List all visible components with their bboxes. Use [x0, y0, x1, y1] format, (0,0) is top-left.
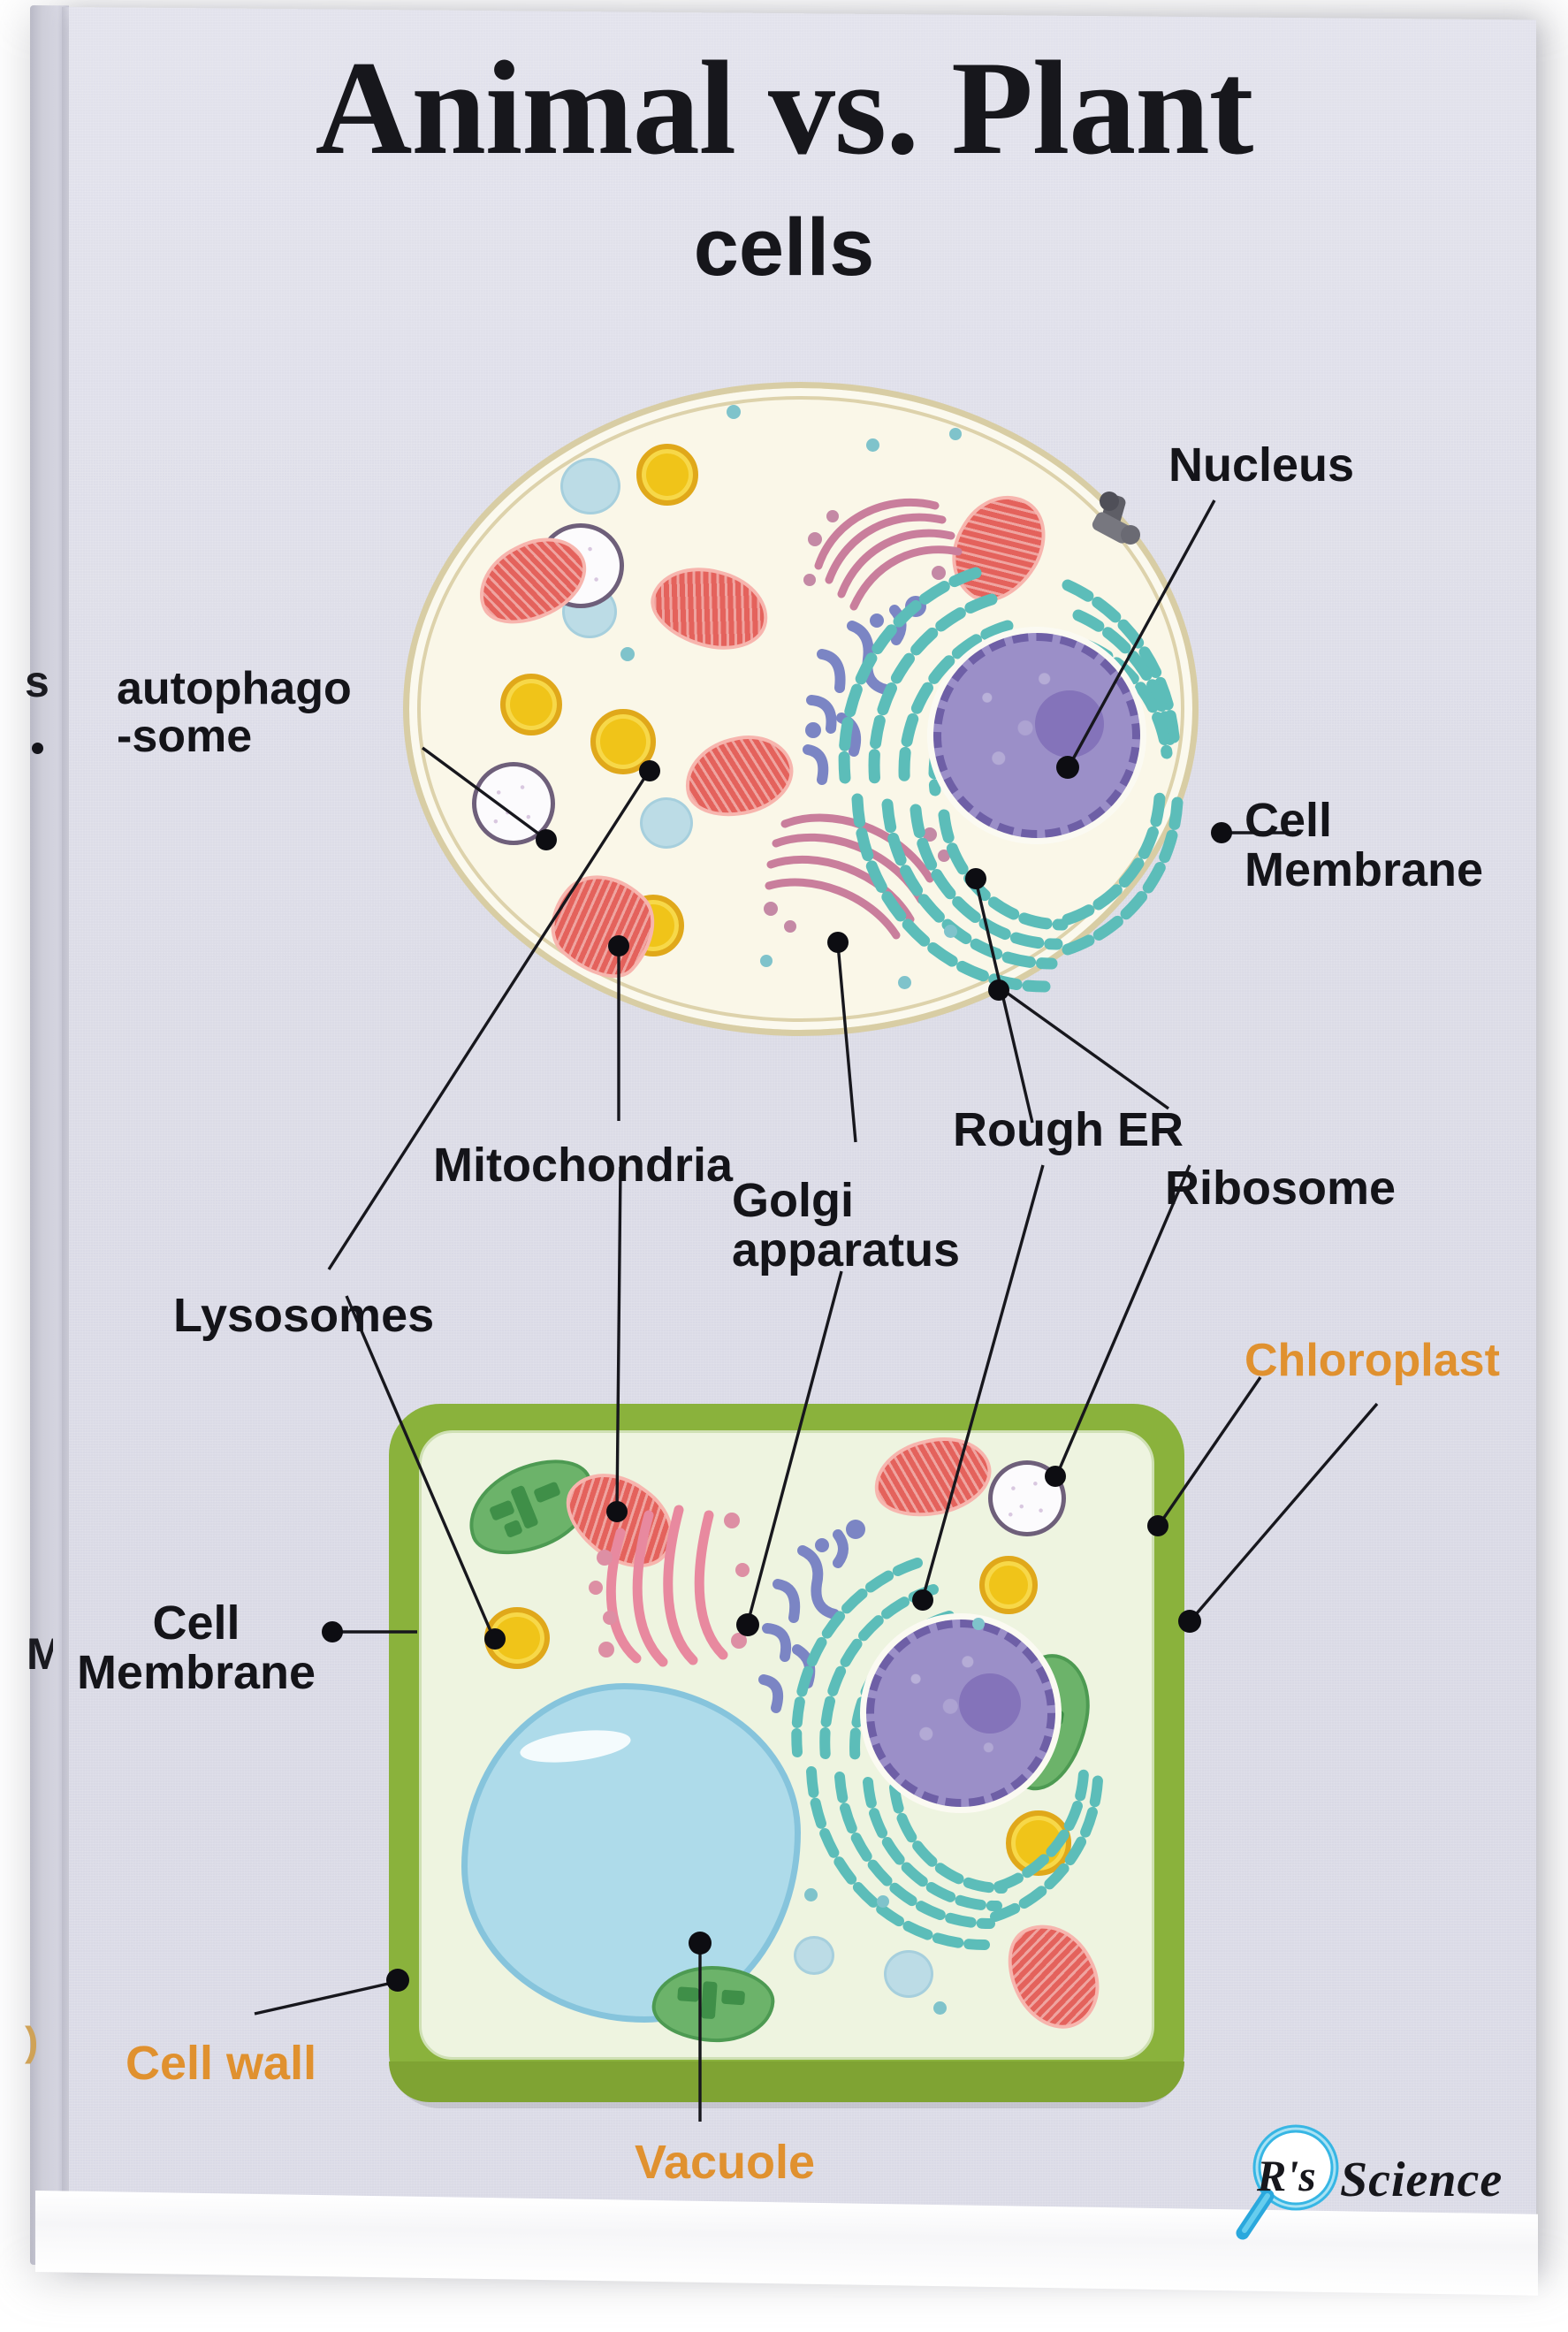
label-mitochondria: Mitochondria [433, 1139, 733, 1192]
plant-cell-diagram [389, 1404, 1184, 2102]
nucleus [933, 633, 1140, 838]
autophagosome [472, 762, 555, 845]
edge-clipped-glyph-mid: M [27, 1629, 53, 1679]
ribosome [877, 1895, 889, 1908]
label-vacuole: Vacuole [634, 2136, 816, 2189]
cell-wall-shading [389, 2061, 1184, 2102]
label-animal-cell-membrane: Cell Membrane [1245, 794, 1484, 897]
peroxisome [794, 1936, 834, 1975]
ribosome [933, 2001, 947, 2015]
label-rough-er: Rough ER [953, 1103, 1184, 1156]
label-ribosome: Ribosome [1165, 1162, 1397, 1215]
edge-clipped-glyph-top: s [25, 657, 48, 706]
brand-logo: R's Science [1236, 2124, 1527, 2244]
golgi-apparatus [589, 1505, 750, 1667]
lysosome [636, 444, 698, 506]
peroxisome [560, 458, 620, 514]
label-autophagosome: autophago -some [117, 663, 352, 763]
label-cell-wall: Cell wall [126, 2037, 317, 2090]
lysosome [979, 1556, 1038, 1614]
page-subtitle: cells [693, 202, 875, 293]
nucleus [866, 1619, 1055, 1807]
edge-clipped-glyph-bottom: ) [25, 2018, 39, 2064]
ribosome [898, 976, 911, 989]
edge-clipped-dot [32, 743, 43, 754]
label-nucleus: Nucleus [1168, 438, 1355, 492]
ribosome [804, 1888, 818, 1901]
vacuole [461, 1683, 801, 2023]
ribosome [944, 925, 957, 938]
golgi-apparatus [764, 813, 950, 940]
ribosome [620, 647, 635, 661]
peroxisome [884, 1950, 933, 1998]
chloroplast [453, 1444, 609, 1571]
label-golgi-apparatus: Golgi apparatus [732, 1174, 961, 1277]
logo-wordmark: Science [1340, 2153, 1503, 2207]
centrioles [1090, 492, 1147, 550]
label-plant-cell-membrane: Cell Membrane [76, 1597, 316, 1700]
golgi-apparatus [803, 499, 963, 611]
ribosome [760, 955, 773, 967]
ribosome [866, 438, 879, 452]
lysosome [500, 674, 562, 735]
ribosome [727, 405, 741, 419]
magnifier-icon [1236, 2124, 1339, 2240]
label-chloroplast: Chloroplast [1245, 1335, 1500, 1386]
chloroplast [650, 1962, 777, 2046]
animal-cell-diagram [403, 382, 1199, 1036]
logo-mark: R's [1257, 2151, 1316, 2200]
peroxisome [640, 797, 693, 849]
lysosome [590, 709, 656, 774]
ribosome [972, 1618, 985, 1630]
ribosome [949, 428, 962, 440]
nucleolus [959, 1673, 1021, 1734]
label-lysosomes: Lysosomes [173, 1289, 435, 1342]
page-title: Animal vs. Plant [315, 34, 1254, 182]
